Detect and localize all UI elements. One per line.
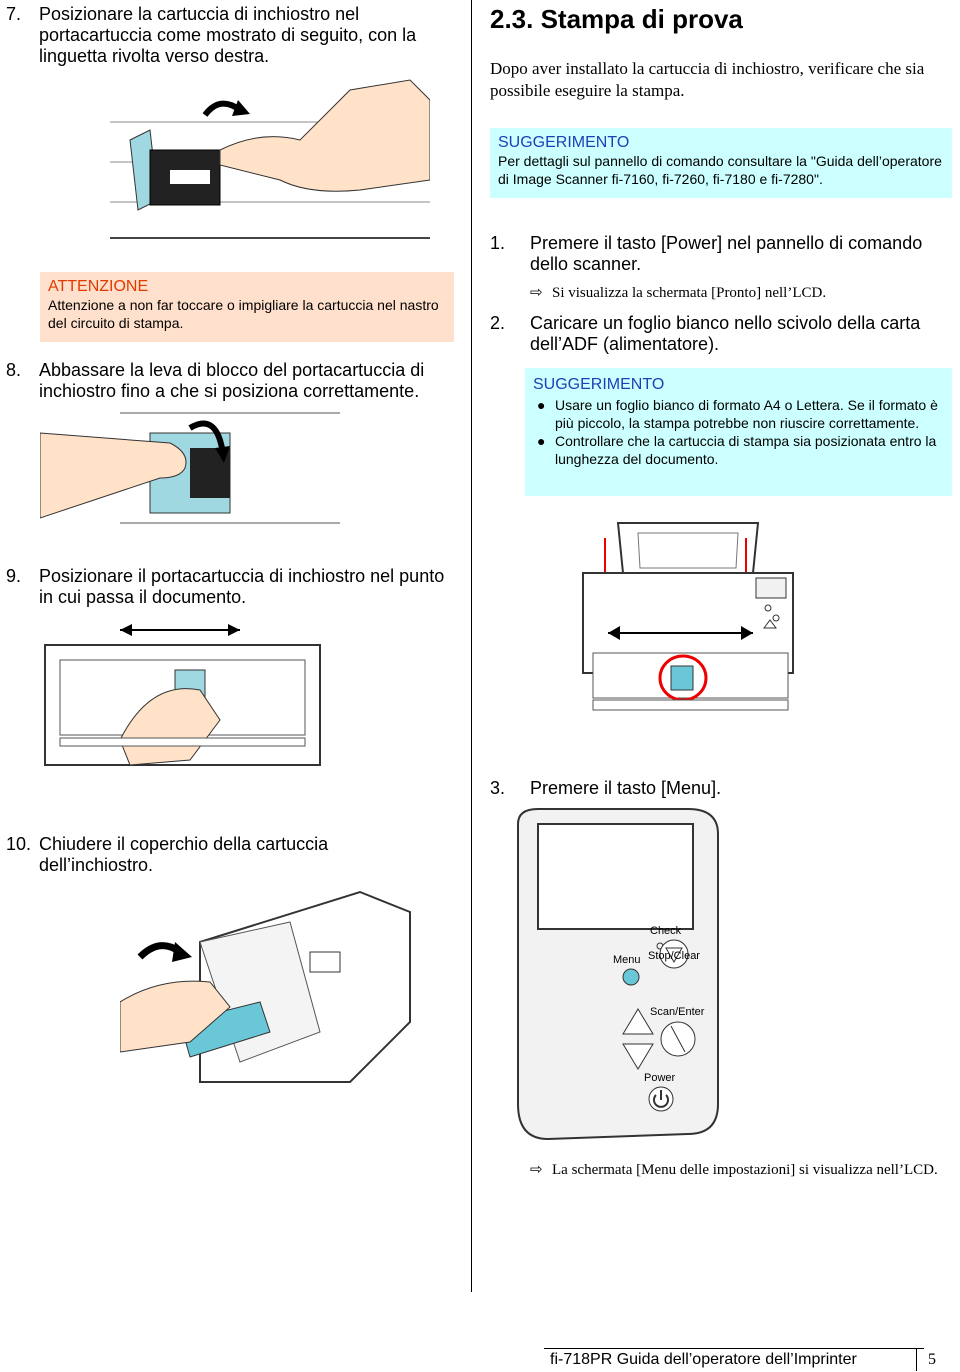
close-cover-illustration: [120, 882, 430, 1092]
scanner-illustration: [578, 518, 798, 768]
step-text: Abbassare la leva di blocco del portacar…: [39, 360, 425, 401]
menu-label: Menu: [613, 954, 641, 966]
footer-rule: [544, 1348, 924, 1349]
step-1-result: ⇨ Si visualizza la schermata [Pronto] nel…: [530, 283, 950, 302]
result-text: La schermata [Menu delle impostazioni] s…: [552, 1162, 938, 1178]
tip-item: ● Controllare che la cartuccia di stampa…: [533, 432, 944, 468]
result-arrow-icon: ⇨: [530, 285, 543, 301]
bullet-icon: ●: [537, 397, 546, 413]
operator-panel: Check Menu Stop/Clear Scan/Enter Power: [508, 804, 723, 1144]
warning-heading: ATTENZIONE: [48, 278, 149, 295]
stop-clear-label: Stop/Clear: [648, 950, 700, 962]
menu-button[interactable]: [616, 962, 646, 992]
tip-box-1: SUGGERIMENTO Per dettagli sul pannello d…: [490, 128, 952, 198]
tip-text: Per dettagli sul pannello di comando con…: [498, 153, 942, 187]
page-number: 5: [928, 1351, 936, 1368]
scan-enter-label: Scan/Enter: [650, 1006, 705, 1018]
footer-title: fi-718PR Guida dell’operatore dell’Impri…: [550, 1351, 857, 1368]
step-text: Chiudere il coperchio della cartuccia de…: [39, 834, 329, 875]
tip-item-text: Controllare che la cartuccia di stampa s…: [555, 433, 937, 467]
step-number: 2.: [490, 313, 506, 333]
step-text: Posizionare il portacartuccia di inchios…: [39, 566, 445, 607]
holder-position-illustration: [40, 620, 325, 770]
result-arrow-icon: ⇨: [530, 1162, 543, 1178]
intro-text: Dopo aver installato la cartuccia di inc…: [490, 59, 925, 100]
lever-lock-illustration: [40, 408, 340, 538]
tip-item-text: Usare un foglio bianco di formato A4 o L…: [555, 397, 938, 431]
tip-heading: SUGGERIMENTO: [498, 134, 630, 151]
bullet-icon: ●: [537, 433, 546, 449]
footer-separator: [916, 1349, 917, 1371]
step-number: 7.: [6, 4, 22, 24]
step-number: 1.: [490, 233, 506, 253]
column-divider: [471, 0, 472, 1292]
step-text: Premere il tasto [Power] nel pannello di…: [530, 233, 923, 274]
step-number: 10.: [6, 834, 32, 854]
tip-heading: SUGGERIMENTO: [533, 376, 665, 393]
cartridge-insert-illustration: [110, 70, 430, 240]
step-text: Posizionare la cartuccia di inchiostro n…: [39, 4, 417, 66]
step-text: Premere il tasto [Menu].: [530, 778, 722, 798]
step-number: 3.: [490, 778, 506, 798]
section-title: 2.3. Stampa di prova: [490, 4, 743, 34]
warning-box: ATTENZIONE Attenzione a non far toccare …: [40, 272, 454, 342]
tip-box-2: SUGGERIMENTO ● Usare un foglio bianco di…: [525, 368, 952, 496]
step-number: 8.: [6, 360, 22, 380]
step-text: Caricare un foglio bianco nello scivolo …: [530, 313, 921, 354]
tip-item: ● Usare un foglio bianco di formato A4 o…: [533, 396, 944, 432]
power-label: Power: [644, 1072, 676, 1084]
step-3-result: ⇨ La schermata [Menu delle impostazioni] …: [530, 1160, 950, 1181]
check-label: Check: [650, 925, 682, 937]
step-number: 9.: [6, 566, 22, 586]
warning-text: Attenzione a non far toccare o impigliar…: [48, 297, 439, 331]
result-text: Si visualizza la schermata [Pronto] nell…: [552, 285, 827, 301]
